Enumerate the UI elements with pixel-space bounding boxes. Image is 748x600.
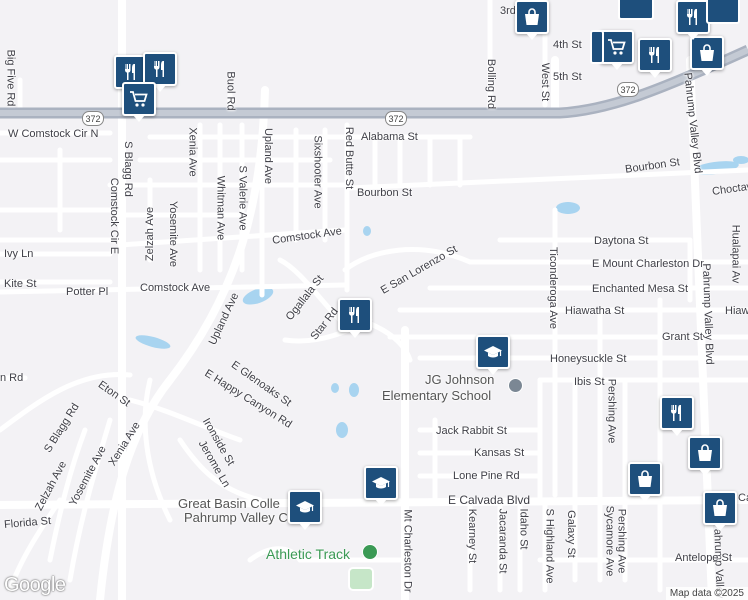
grocery-pin[interactable] <box>122 82 156 122</box>
fork-knife-icon <box>154 61 164 77</box>
fork-knife-icon <box>671 405 681 421</box>
place-label[interactable]: JG Johnson <box>425 372 495 387</box>
street-label: Potter Pl <box>66 286 109 298</box>
street-label: Xenia Ave <box>186 127 199 177</box>
highway-shield: 372 <box>82 111 104 126</box>
street-label: Ibis St <box>574 376 605 388</box>
street-label: Buol Rd <box>224 71 237 111</box>
street-label: Enchanted Mesa St <box>592 283 689 295</box>
place-label[interactable]: Pahrump Valley Ce <box>184 510 296 525</box>
park-marker-icon[interactable] <box>362 544 378 560</box>
google-logo: Google <box>4 574 66 596</box>
street-label: Hualapai Av <box>729 224 742 284</box>
place-label[interactable]: Elementary School <box>382 388 492 403</box>
street-label: Zelzah Ave <box>144 206 157 262</box>
pin-cluster[interactable] <box>590 30 604 64</box>
store-pin[interactable] <box>690 36 724 76</box>
store-pin[interactable] <box>628 462 662 502</box>
graduation-cap-icon <box>296 501 314 513</box>
shopping-cart-icon <box>608 39 626 55</box>
school-pin[interactable] <box>476 335 510 375</box>
street-label: Antelope St <box>675 552 732 564</box>
restaurant-pin[interactable] <box>338 298 372 338</box>
street-label: Yosemite Ave <box>167 200 180 268</box>
street-label: Daytona St <box>594 235 649 247</box>
street-label: Galaxy St <box>564 510 577 558</box>
street-label: Bourbon St <box>357 187 413 199</box>
place-label[interactable]: Great Basin Colle <box>178 496 280 511</box>
grocery-pin[interactable] <box>600 30 634 70</box>
street-label: Whitman Ave <box>214 175 227 241</box>
fork-knife-icon <box>687 9 697 25</box>
street-label: Idaho St <box>517 508 530 550</box>
store-pin[interactable] <box>688 436 722 476</box>
street-label: Ivy Ln <box>4 248 34 260</box>
street-label: Honeysuckle St <box>550 353 627 365</box>
street-label: Sixshooter Ave <box>311 135 324 209</box>
street-label: Sycamore Ave <box>603 505 616 577</box>
map-attribution[interactable]: Map data ©2025 <box>665 587 748 600</box>
restaurant-pin[interactable] <box>638 38 672 78</box>
street-label: Alabama St <box>361 131 418 143</box>
fork-knife-icon <box>649 47 659 63</box>
street-label: 4th St <box>553 39 582 51</box>
store-pin[interactable] <box>703 491 737 531</box>
street-label: Upland Ave <box>262 127 275 185</box>
shopping-bag-icon <box>525 8 539 25</box>
street-label: Kearney St <box>466 508 479 564</box>
shopping-cart-icon <box>130 91 148 107</box>
highway-shield: 372 <box>617 82 639 97</box>
school-pin[interactable] <box>364 466 398 506</box>
street-label: Grant St <box>662 331 703 343</box>
restaurant-pin[interactable] <box>143 52 177 92</box>
street-label: Red Butte St <box>343 126 356 190</box>
street-label: Ca <box>738 492 748 504</box>
restaurant-pin[interactable] <box>676 0 710 40</box>
street-label: S Blagg Rd <box>121 141 134 197</box>
street-label: Big Five Rd <box>4 49 17 107</box>
street-label: n Rd <box>0 372 24 384</box>
street-label: Mt Charleston Dr <box>401 509 414 593</box>
street-label: 5th St <box>553 71 582 83</box>
street-label: Ticonderoga Ave <box>546 247 559 329</box>
place-label[interactable]: Athletic Track <box>266 546 351 562</box>
street-label: S Highland Ave <box>543 508 556 584</box>
shopping-bag-icon <box>638 470 652 487</box>
street-label: Comstock Cir E <box>108 177 121 255</box>
street-label: E Calvada Blvd <box>448 493 531 507</box>
fork-knife-icon <box>125 64 135 80</box>
school-marker-icon[interactable] <box>508 378 523 393</box>
street-label: Jacaranda St <box>496 508 509 574</box>
street-label: S Valerie Ave <box>236 165 249 231</box>
fork-knife-icon <box>349 307 359 323</box>
pin-cluster[interactable] <box>618 0 654 20</box>
street-label: Lone Pine Rd <box>453 470 520 482</box>
store-pin[interactable] <box>515 0 549 40</box>
street-label: Comstock Ave <box>140 282 211 294</box>
street-label: Jack Rabbit St <box>436 425 507 437</box>
shopping-bag-icon <box>698 444 712 461</box>
school-pin[interactable] <box>288 490 322 530</box>
shopping-bag-icon <box>713 499 727 516</box>
street-label: E Mount Charleston Dr <box>592 258 704 270</box>
street-label: Hiaw <box>725 305 748 317</box>
graduation-cap-icon <box>484 346 502 358</box>
street-label: West St <box>539 62 552 102</box>
street-label: W Comstock Cir N <box>8 128 99 140</box>
graduation-cap-icon <box>372 477 390 489</box>
street-label: Hiawatha St <box>565 305 625 317</box>
street-label: Kite St <box>4 278 37 290</box>
street-label: Bolling Rd <box>485 58 498 110</box>
shopping-bag-icon <box>700 44 714 61</box>
highway-shield: 372 <box>385 111 407 126</box>
street-label: Kansas St <box>474 447 525 459</box>
street-label: Pershing Ave <box>605 378 618 444</box>
restaurant-pin[interactable] <box>660 396 694 436</box>
street-label: 3rd <box>500 5 516 17</box>
pin-cluster[interactable] <box>706 0 740 24</box>
street-label: Pershing Ave <box>615 508 628 574</box>
